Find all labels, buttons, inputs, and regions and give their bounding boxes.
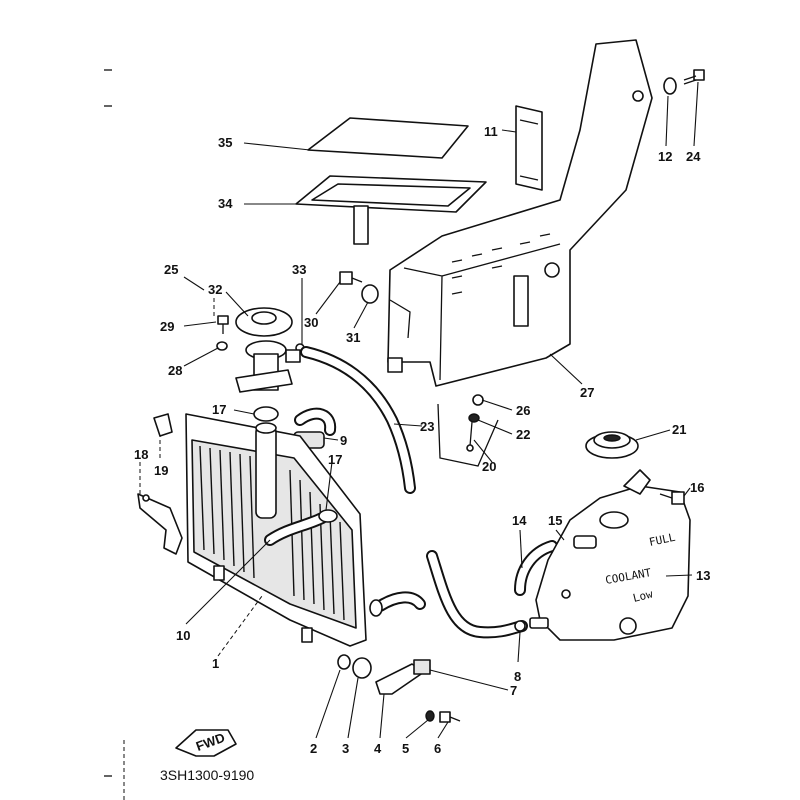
part-27-shroud [387,39,653,387]
part-5-washer [425,710,435,722]
callout-21: 21 [672,422,686,437]
callout-1: 1 [212,656,219,671]
callout-27: 27 [580,385,594,400]
part-9-hose [293,407,337,449]
part-11-foam [515,105,543,191]
part-35-sheet [307,117,469,159]
callout-7: 7 [510,683,517,698]
callout-13: 13 [696,568,710,583]
callout-29: 29 [160,319,174,334]
callout-5: 5 [402,741,409,756]
callout-32: 32 [208,282,222,297]
part-8-hose [426,550,528,639]
fwd-arrow: FWD [175,729,237,757]
callout-12: 12 [658,149,672,164]
callout-30: 30 [304,315,318,330]
callout-25: 25 [164,262,178,277]
part-2-collar [337,654,351,670]
callout-19: 19 [154,463,168,478]
callout-9: 9 [340,433,347,448]
callout-17a: 17 [212,402,226,417]
callout-34: 34 [218,196,233,211]
part-18-bracket [137,493,183,555]
callout-28: 28 [168,363,182,378]
part-24-bolt [683,69,705,85]
callout-20: 20 [482,459,496,474]
callout-33: 33 [292,262,306,277]
leader-lines [139,81,699,739]
callout-15: 15 [548,513,562,528]
part-16-bolt [659,491,685,505]
callout-6: 6 [434,741,441,756]
part-8-clamp [514,620,526,632]
part-6-bolt [439,711,461,723]
callout-31: 31 [346,330,360,345]
part-3-grommet [352,657,372,679]
callout-2: 2 [310,741,317,756]
callout-16: 16 [690,480,704,495]
callout-35: 35 [218,135,232,150]
part-17-clamp-upper [253,406,279,422]
part-outlet-hose [369,591,426,617]
part-4-bracket [375,663,425,695]
part-30-bolt [339,271,363,285]
callout-14: 14 [512,513,527,528]
callout-8: 8 [514,669,521,684]
part-31-grommet [361,284,379,304]
tank-low-label: Low [632,587,655,605]
margin-marks [104,69,125,800]
part-12-washer [663,77,677,95]
part-filler-neck [235,340,301,393]
callout-23: 23 [420,419,434,434]
callout-11: 11 [484,124,498,139]
part-29-bolt [217,315,229,334]
part-26-clip [472,394,484,406]
part-34-cover [295,175,487,245]
part-22-washer [468,413,480,423]
part-7-plate [413,659,431,675]
tank-full-label: FULL [648,531,677,549]
callout-10: 10 [176,628,190,643]
diagram-code: 3SH1300-9190 [160,767,254,783]
callout-3: 3 [342,741,349,756]
part-stay-rod [437,403,499,467]
callout-4: 4 [374,741,382,756]
callout-26: 26 [516,403,530,418]
part-19-bracket [153,413,173,437]
callout-24: 24 [686,149,701,164]
part-32-cap [235,307,293,337]
part-13-tank: FULL COOLANT Low [529,469,691,641]
part-10-hose [264,512,328,546]
callout-18: 18 [134,447,148,462]
part-17-clamp-lower [318,509,338,523]
part-14-hose [514,540,558,596]
part-20-rod [466,421,474,452]
part-21-cap [585,431,639,459]
part-23-hose [300,346,416,494]
callout-22: 22 [516,427,530,442]
part-28-washer [216,341,228,351]
callout-labels: 35 34 11 12 24 25 32 33 30 31 29 28 17 9… [134,124,710,756]
callout-17b: 17 [328,452,342,467]
